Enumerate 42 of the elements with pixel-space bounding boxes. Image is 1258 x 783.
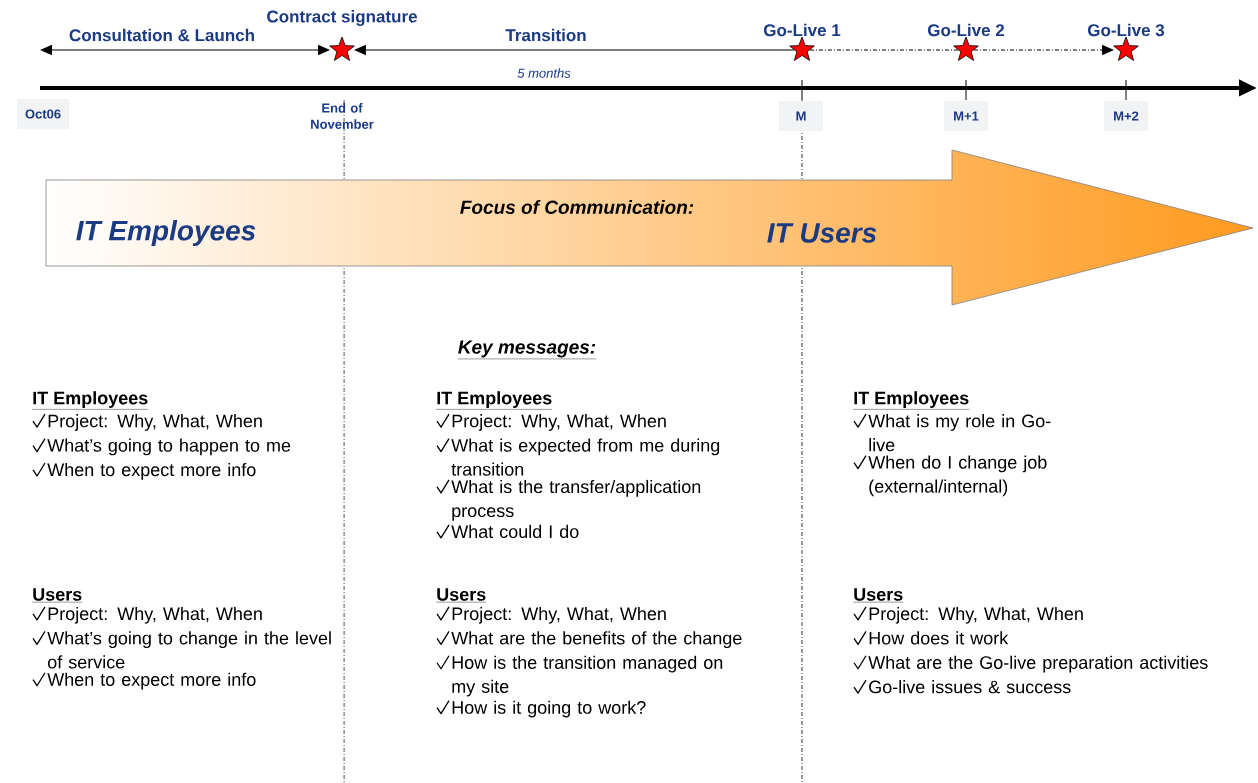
list-heading: IT Employees [32, 391, 149, 410]
list-heading: Users [853, 588, 904, 603]
list-item: Go-live issues & success [869, 680, 1071, 694]
audience-label: IT Employees [76, 219, 256, 247]
tick-label: M+1 [944, 101, 988, 131]
list-item: When to expect more info [47, 672, 256, 690]
milestone-label: Go-Live 1 [763, 23, 841, 37]
list-item: What is the transfer/application process [451, 479, 701, 521]
list-item: How does it work [869, 631, 1009, 645]
arrow-heading: Focus of Communication: [460, 200, 694, 214]
list-heading: Users [32, 588, 83, 603]
list-item: Project: Why, What, When [48, 414, 262, 431]
milestone-label: Go-Live 3 [1087, 23, 1165, 37]
list-item: What is my role in Go-live [868, 414, 1051, 452]
duration-label: 5 months [517, 68, 571, 78]
list-item: What is expected from me during transition [451, 438, 720, 476]
edge-label: Transition [505, 28, 586, 42]
milestone-label: Go-Live 2 [927, 23, 1005, 37]
tick-label: M [779, 101, 823, 131]
section-heading: Key messages: [457, 340, 597, 360]
list-item: How is it going to work? [452, 700, 646, 718]
tick-label: M+2 [1104, 101, 1148, 131]
tick-label: Oct06 [16, 99, 70, 129]
tick-label: End of November [311, 103, 374, 129]
audience-label: IT Users [767, 223, 877, 243]
edge-label: Consultation & Launch [69, 28, 254, 42]
list-heading: Users [436, 588, 487, 603]
list-item: Project: Why, What, When [48, 606, 262, 624]
list-heading: IT Employees [436, 391, 553, 410]
list-heading: IT Employees [853, 391, 970, 410]
list-item: When do I change job (external/internal) [868, 455, 1047, 497]
list-item: What’s going to happen to me [47, 438, 291, 456]
list-item: What are the Go-live preparation activities [868, 655, 1208, 673]
list-item: Project: Why, What, When [452, 414, 666, 431]
milestone-label: Contract signature [267, 10, 417, 26]
list-item: What’s going to change in the level of service [47, 631, 331, 669]
list-item: What could I do [451, 524, 579, 539]
list-item: Project: Why, What, When [452, 606, 666, 624]
list-item: What are the benefits of the change [451, 631, 742, 649]
list-item: Project: Why, What, When [869, 606, 1083, 624]
list-item: How is the transition managed on my site [452, 655, 723, 697]
list-item: When to expect more info [47, 462, 256, 480]
